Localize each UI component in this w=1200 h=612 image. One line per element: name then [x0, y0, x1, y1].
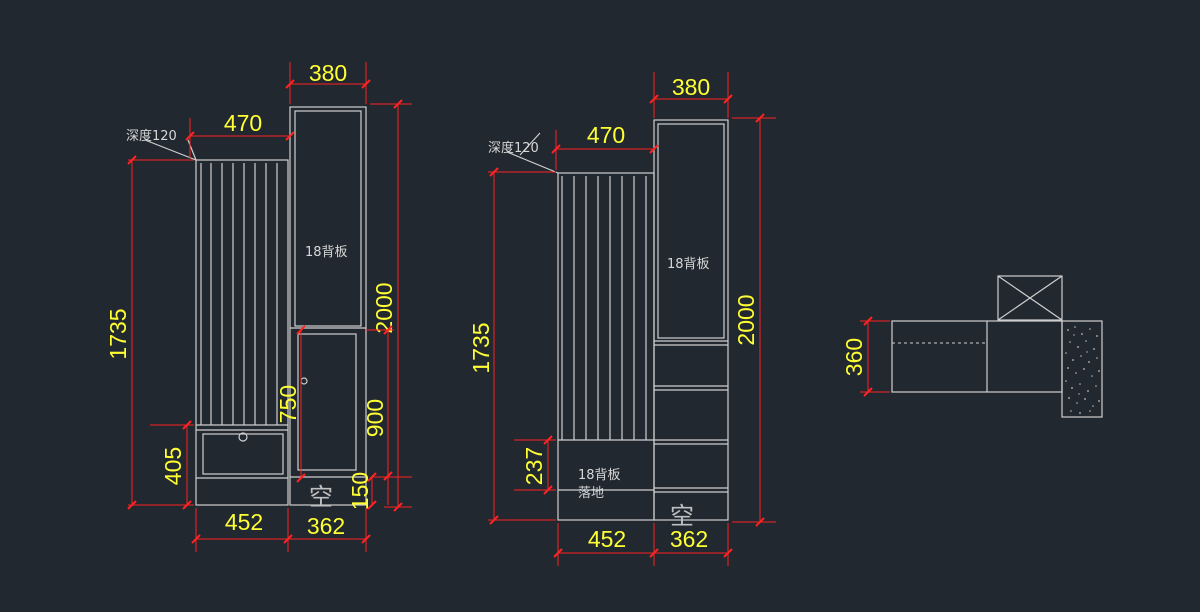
right-floor-note-1: 18背板: [578, 468, 621, 483]
right-dim-362: 362: [670, 526, 708, 552]
right-depth-note: 深度120: [488, 140, 539, 156]
right-empty-label: 空: [670, 502, 694, 530]
plan-cabinet-outline: [891, 320, 1063, 393]
right-tall-cabinet-frame: [653, 119, 729, 521]
plan-wall-hatch: [1065, 326, 1100, 414]
left-dim-470: 470: [224, 110, 262, 136]
left-cabinet-door: [297, 333, 357, 471]
plan-dim-360: 360: [841, 338, 867, 376]
left-dim-2000: 2000: [371, 282, 397, 333]
right-dim-1735: 1735: [468, 322, 494, 373]
left-dim-750: 750: [275, 385, 301, 423]
left-dim-380: 380: [309, 60, 347, 86]
left-back-panel-note: 18背板: [305, 245, 348, 260]
right-dim-470: 470: [587, 122, 625, 148]
left-empty-label: 空: [309, 483, 333, 511]
plan-column-box: [997, 275, 1063, 321]
right-dim-237: 237: [521, 447, 547, 485]
right-floor-note-2: 落地: [578, 486, 604, 501]
plan-view: 360: [841, 275, 1103, 418]
left-slat-panel-frame: [195, 159, 289, 506]
left-drawer-front: [202, 433, 284, 475]
right-back-panel-note: 18背板: [667, 257, 710, 272]
right-dim-2000: 2000: [733, 294, 759, 345]
left-dim-150: 150: [347, 472, 373, 510]
left-dim-452: 452: [225, 509, 263, 535]
plan-wall-section: [1061, 320, 1103, 418]
right-dim-380: 380: [672, 74, 710, 100]
left-dim-900: 900: [362, 399, 388, 437]
left-drawer-knob: [238, 432, 248, 442]
left-door-knob: [300, 377, 308, 385]
left-dim-1735: 1735: [105, 308, 131, 359]
right-elevation: 深度120 18背板 18背板 落地 380 470 1735 237: [468, 72, 776, 566]
left-dim-362: 362: [307, 513, 345, 539]
left-elevation: 深度120 18背板 380 470 1735 405 2000: [105, 60, 412, 552]
left-dim-405: 405: [160, 447, 186, 485]
left-depth-note: 深度120: [126, 128, 177, 144]
right-dim-452: 452: [588, 526, 626, 552]
left-tall-cabinet-frame: [289, 106, 367, 506]
